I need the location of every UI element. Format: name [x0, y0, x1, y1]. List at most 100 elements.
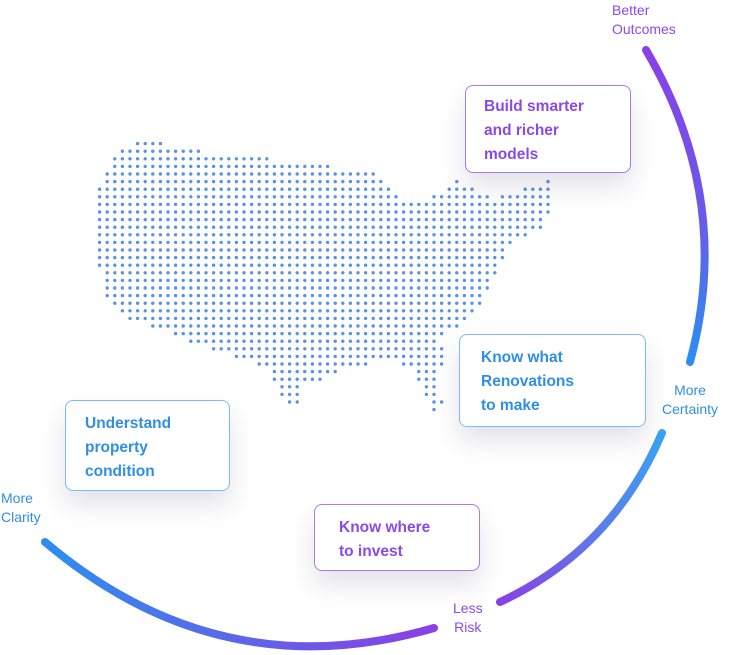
map-dot	[265, 339, 269, 343]
map-dot	[211, 202, 216, 207]
map-dot	[211, 248, 216, 252]
map-dot	[265, 195, 269, 199]
map-dot	[257, 293, 261, 298]
label-line: Risk	[454, 619, 482, 635]
map-dot	[295, 324, 299, 328]
map-dot	[219, 278, 223, 283]
map-dot	[424, 271, 429, 275]
map-dot	[196, 164, 201, 169]
map-dot	[462, 187, 467, 191]
map-dot	[128, 157, 132, 161]
map-dot	[173, 233, 178, 237]
map-dot	[333, 233, 337, 237]
map-dot	[287, 179, 292, 184]
map-dot	[151, 324, 155, 328]
map-dot	[432, 392, 436, 397]
map-dot	[166, 195, 170, 199]
map-dot	[249, 248, 254, 252]
map-dot	[135, 202, 140, 207]
map-dot	[211, 172, 216, 176]
map-dot	[166, 293, 170, 298]
map-dot	[386, 286, 391, 290]
map-dot	[105, 278, 109, 283]
map-dot	[432, 354, 436, 359]
map-dot	[135, 187, 140, 191]
map-dot	[523, 225, 527, 229]
map-dot	[242, 210, 246, 214]
map-dot	[287, 331, 292, 336]
map-dot	[310, 286, 315, 290]
map-dot	[303, 362, 307, 366]
map-dot	[417, 293, 421, 298]
map-dot	[257, 233, 261, 237]
map-dot	[173, 157, 178, 161]
map-dot	[439, 202, 444, 207]
map-dot	[219, 233, 223, 237]
map-dot	[310, 331, 315, 336]
map-dot	[386, 316, 391, 321]
map-dot	[310, 362, 315, 366]
map-dot	[265, 271, 269, 275]
map-dot	[158, 187, 163, 191]
map-dot	[325, 210, 330, 214]
map-dot	[485, 286, 489, 290]
map-dot	[546, 202, 550, 207]
card-line: Build smarter	[484, 98, 584, 115]
map-dot	[363, 255, 368, 260]
map-dot	[341, 255, 345, 260]
map-dot	[386, 309, 391, 313]
map-dot	[97, 187, 102, 191]
map-dot	[432, 286, 436, 290]
arc-clarity-to-less-risk	[41, 538, 438, 651]
map-dot	[295, 301, 299, 305]
map-dot	[432, 278, 436, 283]
map-dot	[303, 301, 307, 305]
map-dot	[310, 278, 315, 283]
map-dot	[363, 217, 368, 222]
map-dot	[325, 362, 330, 366]
map-dot	[394, 263, 398, 267]
map-dot	[325, 301, 330, 305]
map-dot	[120, 278, 125, 283]
map-dot	[295, 210, 299, 214]
map-dot	[257, 172, 261, 176]
map-dot	[379, 316, 383, 321]
map-dot	[257, 362, 261, 366]
map-dot	[280, 187, 284, 191]
map-dot	[181, 293, 185, 298]
map-dot	[325, 339, 330, 343]
map-dot	[280, 362, 284, 366]
map-dot	[120, 225, 125, 229]
map-dot	[295, 377, 299, 381]
map-dot	[211, 293, 216, 298]
map-dot	[455, 248, 459, 252]
map-dot	[348, 172, 353, 176]
map-dot	[318, 301, 322, 305]
map-dot	[265, 202, 269, 207]
map-dot	[462, 202, 467, 207]
map-dot	[189, 172, 193, 176]
map-dot	[234, 172, 239, 176]
map-dot	[455, 301, 459, 305]
map-dot	[432, 324, 436, 328]
map-dot	[219, 339, 223, 343]
map-dot	[424, 202, 429, 207]
map-dot	[272, 347, 277, 351]
map-dot	[227, 187, 231, 191]
map-dot	[227, 347, 231, 351]
map-dot	[242, 217, 246, 222]
map-dot	[523, 195, 527, 199]
map-dot	[401, 202, 406, 207]
map-dot	[143, 179, 147, 184]
map-dot	[151, 271, 155, 275]
map-dot	[470, 301, 474, 305]
map-dot	[105, 225, 109, 229]
map-dot	[227, 286, 231, 290]
map-dot	[424, 316, 429, 321]
map-dot	[211, 263, 216, 267]
map-dot	[295, 369, 299, 374]
map-dot	[173, 187, 178, 191]
map-dot	[356, 202, 360, 207]
map-dot	[97, 240, 102, 245]
map-dot	[287, 240, 292, 245]
